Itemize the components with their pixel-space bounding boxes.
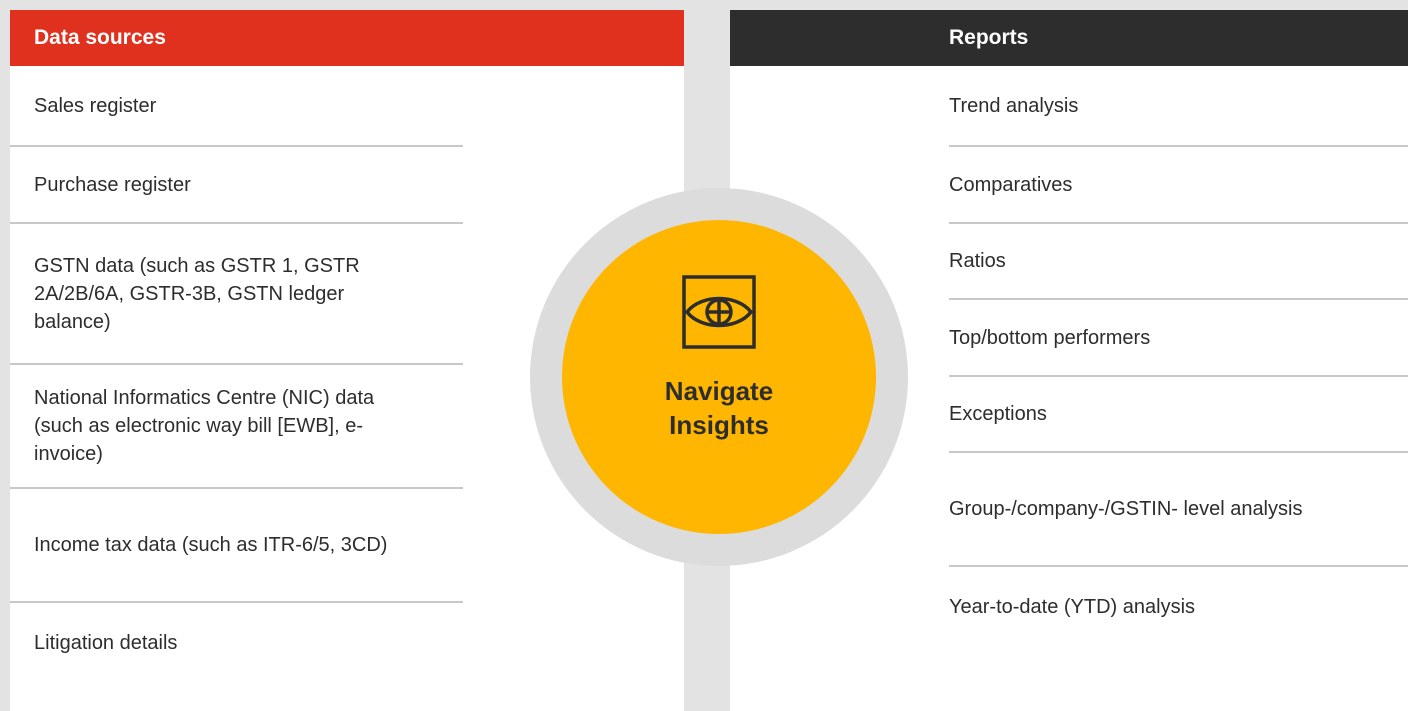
list-item-label: GSTN data (such as GSTR 1, GSTR 2A/2B/6A… <box>34 254 360 333</box>
list-item-label: Income tax data (such as ITR-6/5, 3CD) <box>34 534 388 556</box>
list-item-label: Purchase register <box>34 173 191 196</box>
report-item-group-company-gstin-analysis: Group-/company-/GSTIN- level analysis <box>949 453 1408 567</box>
data-sources-list: Sales register Purchase register GSTN da… <box>10 66 684 683</box>
list-item-label: Comparatives <box>949 173 1073 196</box>
data-source-item-litigation-details: Litigation details <box>10 603 463 683</box>
data-source-item-nic-data: National Informatics Centre (NIC) data (… <box>10 365 463 489</box>
eye-crosshair-icon <box>682 275 756 349</box>
report-item-trend-analysis: Trend analysis <box>949 66 1408 147</box>
report-item-comparatives: Comparatives <box>949 147 1408 224</box>
reports-header: Reports <box>730 10 1408 66</box>
list-item-label: Sales register <box>34 94 157 117</box>
list-item-label: Exceptions <box>949 403 1047 425</box>
navigate-insights-label: Navigate Insights <box>664 376 774 440</box>
report-item-top-bottom-performers: Top/bottom performers <box>949 300 1408 377</box>
data-source-item-sales-register: Sales register <box>10 66 463 147</box>
data-source-item-income-tax-data: Income tax data (such as ITR-6/5, 3CD) <box>10 489 463 603</box>
list-item-label: National Informatics Centre (NIC) data (… <box>34 387 375 465</box>
list-item-label: Trend analysis <box>949 94 1079 117</box>
data-source-item-gstn-data: GSTN data (such as GSTR 1, GSTR 2A/2B/6A… <box>10 224 463 365</box>
reports-list: Trend analysis Comparatives Ratios Top/b… <box>730 66 1408 647</box>
list-item-label: Litigation details <box>34 632 178 654</box>
list-item-label: Ratios <box>949 250 1006 272</box>
list-item-label: Group-/company-/GSTIN- level analysis <box>949 498 1303 520</box>
data-sources-header: Data sources <box>10 10 684 66</box>
navigate-insights-hub: Navigate Insights <box>562 220 876 534</box>
report-item-exceptions: Exceptions <box>949 377 1408 453</box>
report-item-ratios: Ratios <box>949 224 1408 300</box>
list-item-label: Year-to-date (YTD) analysis <box>949 596 1196 618</box>
list-item-label: Top/bottom performers <box>949 326 1151 349</box>
report-item-ytd-analysis: Year-to-date (YTD) analysis <box>949 567 1408 647</box>
data-source-item-purchase-register: Purchase register <box>10 147 463 224</box>
